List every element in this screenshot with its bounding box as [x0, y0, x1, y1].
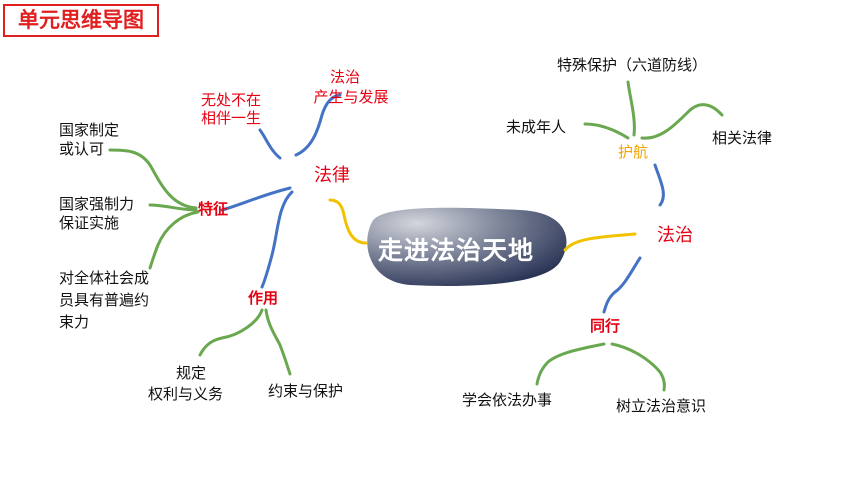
everywhere-node-line-2: 相伴一生	[201, 110, 262, 127]
together-item-1-branch	[535, 342, 606, 386]
protect-node: 护航	[618, 144, 649, 161]
functions-item-2: 约束与保护	[268, 383, 344, 400]
together-item-2: 树立法治意识	[616, 398, 707, 415]
functions-node: 作用	[248, 290, 279, 307]
center-node-shape	[367, 207, 567, 286]
origin-node-line-1: 法治	[330, 69, 361, 86]
rule-of-law-to-together-branch	[602, 256, 642, 314]
center-topic: 走进法治天地	[378, 237, 535, 265]
features-node: 特征	[198, 201, 229, 218]
protect-item-1-branch	[626, 80, 636, 137]
features-item-3-line-1: 对全体社会成	[59, 270, 150, 287]
together-item-2-branch	[610, 342, 666, 392]
protect-item-3: 相关法律	[712, 130, 773, 147]
features-item-1-branch	[108, 148, 198, 210]
center-to-rule-of-law-branch	[563, 232, 637, 252]
law-to-origin-branch	[294, 93, 342, 157]
page-title: 单元思维导图	[18, 9, 144, 32]
rule-of-law-to-protect-branch	[653, 163, 665, 207]
rule-of-law-node: 法治	[657, 225, 693, 245]
features-item-3-line-3: 束力	[59, 314, 90, 331]
features-item-3-line-2: 员具有普遍约	[59, 292, 150, 309]
protect-item-1: 特殊保护（六道防线）	[557, 57, 708, 74]
protect-item-3-branch	[640, 103, 724, 140]
functions-item-1-branch	[198, 308, 264, 357]
functions-item-1-line-1: 规定	[175, 365, 206, 382]
law-to-functions-branch	[260, 190, 294, 289]
center-to-law-branch	[328, 198, 368, 245]
features-item-3-branch	[148, 210, 200, 270]
features-item-2-line-1: 国家强制力	[59, 196, 135, 213]
law-to-everywhere-branch	[258, 128, 282, 160]
everywhere-node-line-1: 无处不在	[201, 92, 262, 109]
functions-item-1-line-2: 权利与义务	[148, 386, 224, 403]
title-box: 单元思维导图	[3, 4, 159, 37]
origin-node-line-2: 产生与发展	[313, 89, 389, 106]
law-to-features-branch	[220, 186, 292, 212]
protect-item-2-branch	[583, 122, 630, 140]
together-node: 同行	[590, 318, 621, 335]
features-item-2-branch	[148, 203, 198, 212]
features-item-1-line-1: 国家制定	[59, 122, 120, 139]
law-node: 法律	[314, 165, 350, 185]
features-item-2-line-2: 保证实施	[59, 215, 120, 232]
together-item-1: 学会依法办事	[462, 392, 553, 409]
functions-item-2-branch	[264, 308, 292, 376]
protect-item-2: 未成年人	[506, 119, 567, 136]
features-item-1-line-2: 或认可	[59, 141, 105, 158]
